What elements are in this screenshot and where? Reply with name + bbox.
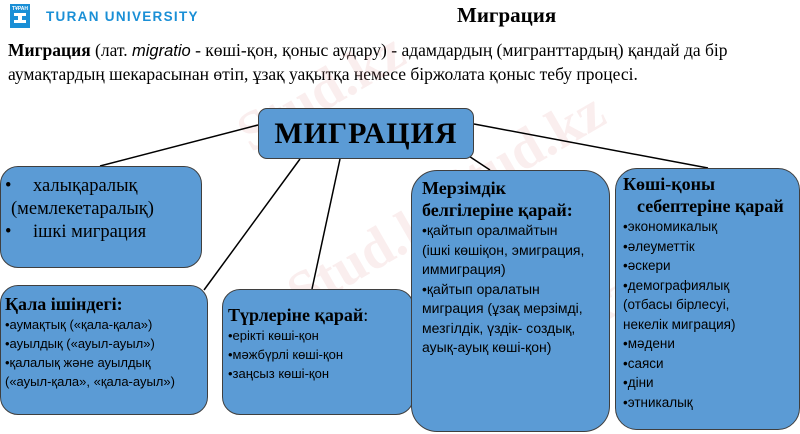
box-heading: Түрлеріне қарай:: [228, 305, 369, 325]
list-item: •халықаралық: [5, 176, 138, 196]
definition-text: - көші-қон, қоныс аудару) - адамдардың (…: [8, 40, 728, 84]
list-item: •саяси: [623, 355, 664, 371]
page-title: Миграция: [457, 3, 557, 27]
list-item: (отбасы бірлесуі,: [623, 297, 730, 312]
intra-city-box: Қала ішіндегі: •аумақтық («қала-қала») •…: [0, 285, 208, 415]
list-item: •аумақтық («қала-қала»): [5, 317, 153, 332]
scope-box: •халықаралық (мемлекетаралық) •ішкі мигр…: [0, 166, 202, 268]
central-node-migration: МИГРАЦИЯ: [258, 108, 474, 159]
box-heading: Көші-қоны: [623, 174, 716, 194]
list-item: некелік миграция): [623, 316, 736, 332]
list-item: •мәдени: [623, 336, 675, 351]
list-item: (мемлекетаралық): [11, 199, 154, 219]
box-heading: себептеріне қарай: [637, 196, 784, 216]
latin-word: migratio: [132, 42, 191, 60]
types-box: Түрлеріне қарай: •ерікті көші-қон •мәжбү…: [222, 289, 414, 415]
list-item: •мәжбүрлі көші-қон: [228, 347, 344, 362]
definition-term: Миграция: [8, 40, 91, 60]
list-item: ауық-ауық көші-қон): [422, 339, 552, 355]
logo-mark-text: ТҰРАН: [12, 6, 28, 12]
list-item: •ішкі миграция: [5, 222, 147, 242]
list-item: •қалалық және ауылдық: [5, 355, 151, 370]
list-item: •қайтып оралатын: [422, 280, 540, 297]
box-heading: Мерзімдік: [422, 178, 506, 198]
list-item: (ішкі көшіқон, эмиграция,: [422, 241, 585, 258]
list-item: •ерікті көші-қон: [228, 328, 319, 343]
list-item: •заңсыз көші-қон: [228, 366, 329, 381]
list-item: •демографиялық: [623, 277, 730, 293]
university-logo: ТҰРАН TURAN UNIVERSITY: [10, 4, 199, 28]
list-item: иммиграция): [422, 261, 506, 277]
list-item: •әлеуметтік: [623, 238, 695, 254]
causes-box: Көші-қоны себептеріне қарай •экономикалы…: [615, 168, 800, 430]
box-heading: белгілеріне қарай:: [422, 200, 573, 220]
logo-text: TURAN UNIVERSITY: [46, 8, 199, 24]
latin-prefix: (лат.: [90, 40, 133, 60]
list-item: •этникалық: [623, 394, 693, 410]
list-item: •діни: [623, 375, 654, 390]
list-item: •қайтып оралмайтын: [422, 222, 558, 238]
duration-box: Мерзімдік белгілеріне қарай: •қайтып ора…: [411, 170, 610, 432]
list-item: •экономикалық: [623, 219, 718, 234]
list-item: •ауылдық («ауыл-ауыл»): [5, 336, 155, 351]
box-heading: Қала ішіндегі:: [5, 294, 123, 314]
definition-paragraph: Миграция (лат. migratio - көші-қон, қоны…: [8, 39, 798, 86]
list-item: («ауыл-қала», «қала-ауыл»): [5, 374, 175, 389]
turan-logo-icon: ТҰРАН: [10, 4, 30, 28]
list-item: мезгілдік, үздік- создық,: [422, 319, 576, 336]
list-item: •әскери: [623, 258, 671, 273]
list-item: миграция (ұзақ мерзімді,: [422, 300, 583, 316]
